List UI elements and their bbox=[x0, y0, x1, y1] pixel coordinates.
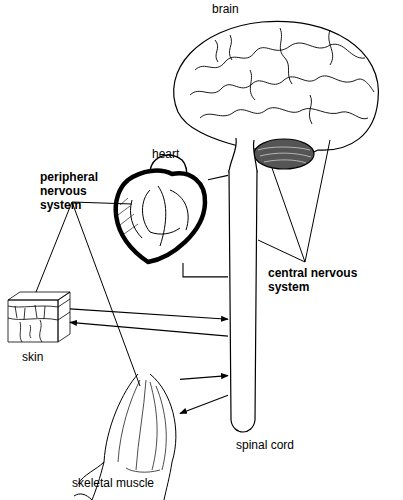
leader-line bbox=[72, 202, 140, 386]
system-label: peripheral nervous system bbox=[40, 170, 130, 212]
organ-label: skeletal muscle bbox=[72, 476, 154, 490]
brainstem bbox=[229, 138, 257, 172]
brain-gyri bbox=[190, 28, 374, 124]
skin-layers bbox=[8, 299, 70, 342]
brain-node: brain bbox=[168, 22, 380, 170]
organ-label: heart bbox=[152, 147, 179, 161]
muscle-node: skeletal muscle bbox=[100, 372, 180, 464]
leader-line bbox=[36, 202, 72, 292]
system-label: central nervous system bbox=[268, 266, 378, 294]
nerve-pathway bbox=[70, 309, 228, 319]
heart-shading bbox=[118, 198, 198, 245]
heart-node: heart bbox=[108, 165, 208, 263]
cerebellum-folds bbox=[258, 147, 311, 163]
organ-label: skin bbox=[22, 350, 43, 364]
nerve-pathway bbox=[180, 376, 228, 380]
cerebellum bbox=[254, 139, 314, 169]
brain-drawing bbox=[174, 21, 379, 172]
spinal-cord-drawing bbox=[229, 170, 257, 432]
nerve-pathway bbox=[183, 263, 228, 277]
organ-label: brain bbox=[212, 2, 239, 16]
brain-outline bbox=[174, 21, 379, 156]
organ-label: spinal cord bbox=[236, 438, 294, 452]
heart-outline bbox=[116, 171, 205, 262]
skin-drawing bbox=[8, 292, 70, 342]
muscle-fibres bbox=[118, 380, 166, 472]
nerve-pathway bbox=[208, 175, 228, 179]
leader-line bbox=[272, 168, 305, 262]
nerve-pathway bbox=[180, 395, 228, 413]
heart-drawing bbox=[116, 155, 205, 262]
heart-chambers bbox=[130, 186, 188, 246]
leader-line bbox=[305, 140, 330, 262]
leader-lines bbox=[36, 140, 330, 386]
leader-line bbox=[258, 240, 305, 262]
skin-node: skin bbox=[8, 290, 70, 344]
nerve-pathway bbox=[70, 322, 228, 336]
spinal-cord-node: spinal cord bbox=[228, 150, 258, 432]
skin-block bbox=[8, 292, 70, 342]
